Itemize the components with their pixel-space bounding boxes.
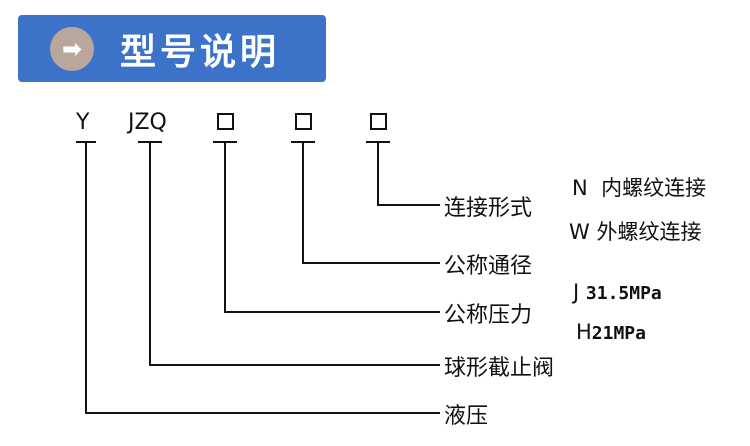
arrow-right-icon: ➡ bbox=[50, 26, 94, 71]
option-code: N bbox=[572, 176, 588, 200]
placeholder-box-diameter bbox=[295, 113, 312, 130]
option-text: 21MPa bbox=[591, 323, 646, 344]
placeholder-box-connection bbox=[370, 113, 387, 130]
option-code: H bbox=[576, 320, 592, 344]
code-jzq: JZQ bbox=[128, 110, 167, 135]
label-diameter: 公称通径 bbox=[444, 254, 533, 279]
option-text: 外螺纹连接 bbox=[596, 220, 702, 244]
label-valve: 球形截止阀 bbox=[444, 356, 555, 381]
label-hydraulic: 液压 bbox=[444, 404, 489, 429]
option-code: J bbox=[573, 280, 580, 304]
option-h: H21MPa bbox=[576, 320, 646, 344]
option-w: W 外螺纹连接 bbox=[569, 216, 701, 246]
option-j: J 31.5MPa bbox=[573, 280, 662, 304]
label-pressure: 公称压力 bbox=[444, 303, 533, 328]
option-n: N 内螺纹连接 bbox=[572, 172, 706, 202]
option-code: W bbox=[569, 220, 590, 244]
option-text: 内螺纹连接 bbox=[601, 176, 707, 200]
option-text: 31.5MPa bbox=[585, 283, 662, 304]
code-y: Y bbox=[76, 110, 90, 135]
label-connection: 连接形式 bbox=[444, 196, 533, 221]
placeholder-box-pressure bbox=[217, 113, 234, 130]
header-banner: ➡ 型号说明 bbox=[18, 15, 326, 82]
header-title: 型号说明 bbox=[120, 31, 281, 73]
